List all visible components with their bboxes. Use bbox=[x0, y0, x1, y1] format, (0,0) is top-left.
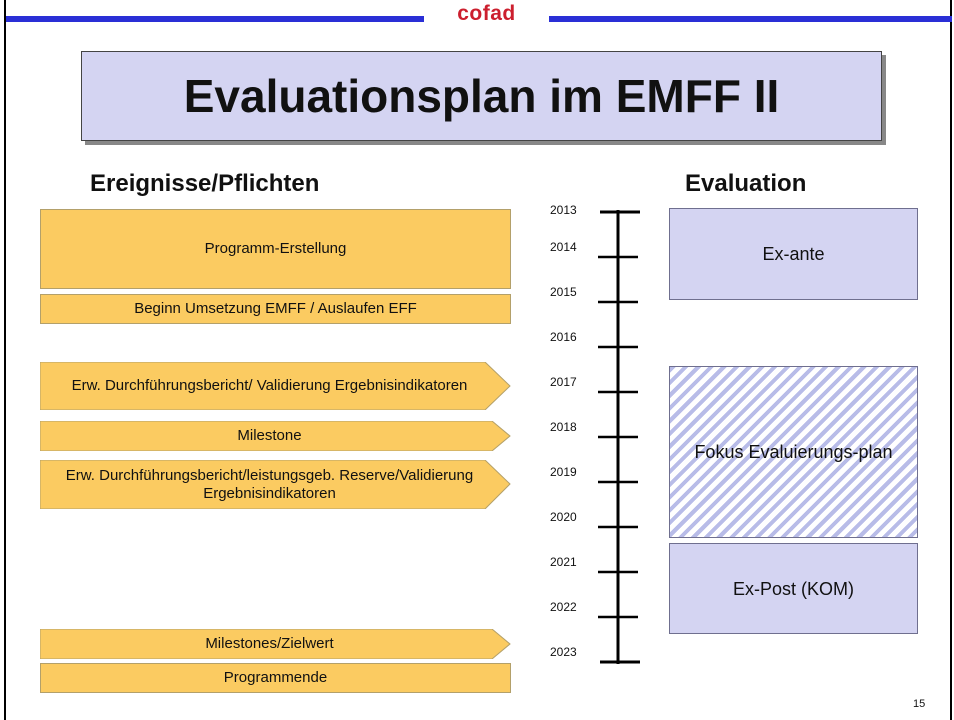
timeline-year-2013: 2013 bbox=[550, 203, 577, 217]
slide-frame-right bbox=[950, 0, 952, 720]
event-programmende: Programmende bbox=[40, 663, 511, 693]
slide-frame-left bbox=[4, 0, 6, 720]
timeline-year-2014: 2014 bbox=[550, 240, 577, 254]
timeline-year-2017: 2017 bbox=[550, 375, 577, 389]
timeline: 2013 2014 2015 2016 2017 2018 2019 2020 2021 2022… bbox=[550, 203, 640, 664]
event-durchfuehrungsbericht-2019: Erw. Durchführungsbericht/leistungsgeb. … bbox=[40, 460, 511, 509]
event-milestones-zielwert: Milestones/Zielwert bbox=[40, 629, 511, 659]
arrow-shape bbox=[40, 460, 511, 509]
events-heading: Ereignisse/Pflichten bbox=[90, 170, 320, 197]
eval-label: Ex-ante bbox=[762, 244, 825, 264]
timeline-year-2020: 2020 bbox=[550, 510, 577, 524]
event-label: Erw. Durchführungsbericht/ Validierung E… bbox=[71, 377, 468, 394]
event-beginn-umsetzung: Beginn Umsetzung EMFF / Auslaufen EFF bbox=[40, 294, 511, 324]
event-label: Beginn Umsetzung EMFF / Auslaufen EFF bbox=[134, 300, 417, 317]
event-label: Erw. Durchführungsbericht/leistungsgeb. … bbox=[65, 466, 474, 502]
event-label: Milestone bbox=[237, 427, 302, 444]
header-bar-left bbox=[6, 16, 424, 22]
timeline-year-2021: 2021 bbox=[550, 555, 577, 569]
timeline-year-2015: 2015 bbox=[550, 285, 577, 299]
cofad-logo: cofad bbox=[457, 2, 516, 25]
header-bar-right bbox=[549, 16, 952, 22]
event-label: Milestones/Zielwert bbox=[205, 635, 334, 652]
evaluation-heading: Evaluation bbox=[685, 170, 807, 197]
timeline-year-2023: 2023 bbox=[550, 645, 577, 659]
event-label: Programmende bbox=[223, 669, 328, 686]
event-programm-erstellung: Programm-Erstellung bbox=[40, 209, 511, 289]
eval-ex-post: Ex-Post (KOM) bbox=[669, 543, 918, 634]
eval-label: Fokus Evaluierungs-plan bbox=[694, 442, 893, 462]
page-number: 15 bbox=[913, 698, 926, 710]
timeline-year-2016: 2016 bbox=[550, 330, 577, 344]
eval-fokus-evaluierungsplan: Fokus Evaluierungs-plan bbox=[669, 366, 918, 538]
title-box: Evaluationsplan im EMFF II bbox=[81, 51, 882, 141]
timeline-year-2022: 2022 bbox=[550, 600, 577, 614]
slide-title: Evaluationsplan im EMFF II bbox=[183, 70, 780, 122]
eval-label: Ex-Post (KOM) bbox=[732, 578, 854, 599]
eval-ex-ante: Ex-ante bbox=[669, 208, 918, 300]
arrow-shape bbox=[40, 629, 511, 659]
event-durchfuehrungsbericht-2017: Erw. Durchführungsbericht/ Validierung E… bbox=[40, 362, 511, 410]
timeline-year-2019: 2019 bbox=[550, 465, 577, 479]
arrow-shape bbox=[40, 362, 511, 410]
event-milestone: Milestone bbox=[40, 421, 511, 451]
timeline-year-2018: 2018 bbox=[550, 420, 577, 434]
event-label: Programm-Erstellung bbox=[204, 240, 347, 257]
arrow-shape bbox=[40, 421, 511, 451]
